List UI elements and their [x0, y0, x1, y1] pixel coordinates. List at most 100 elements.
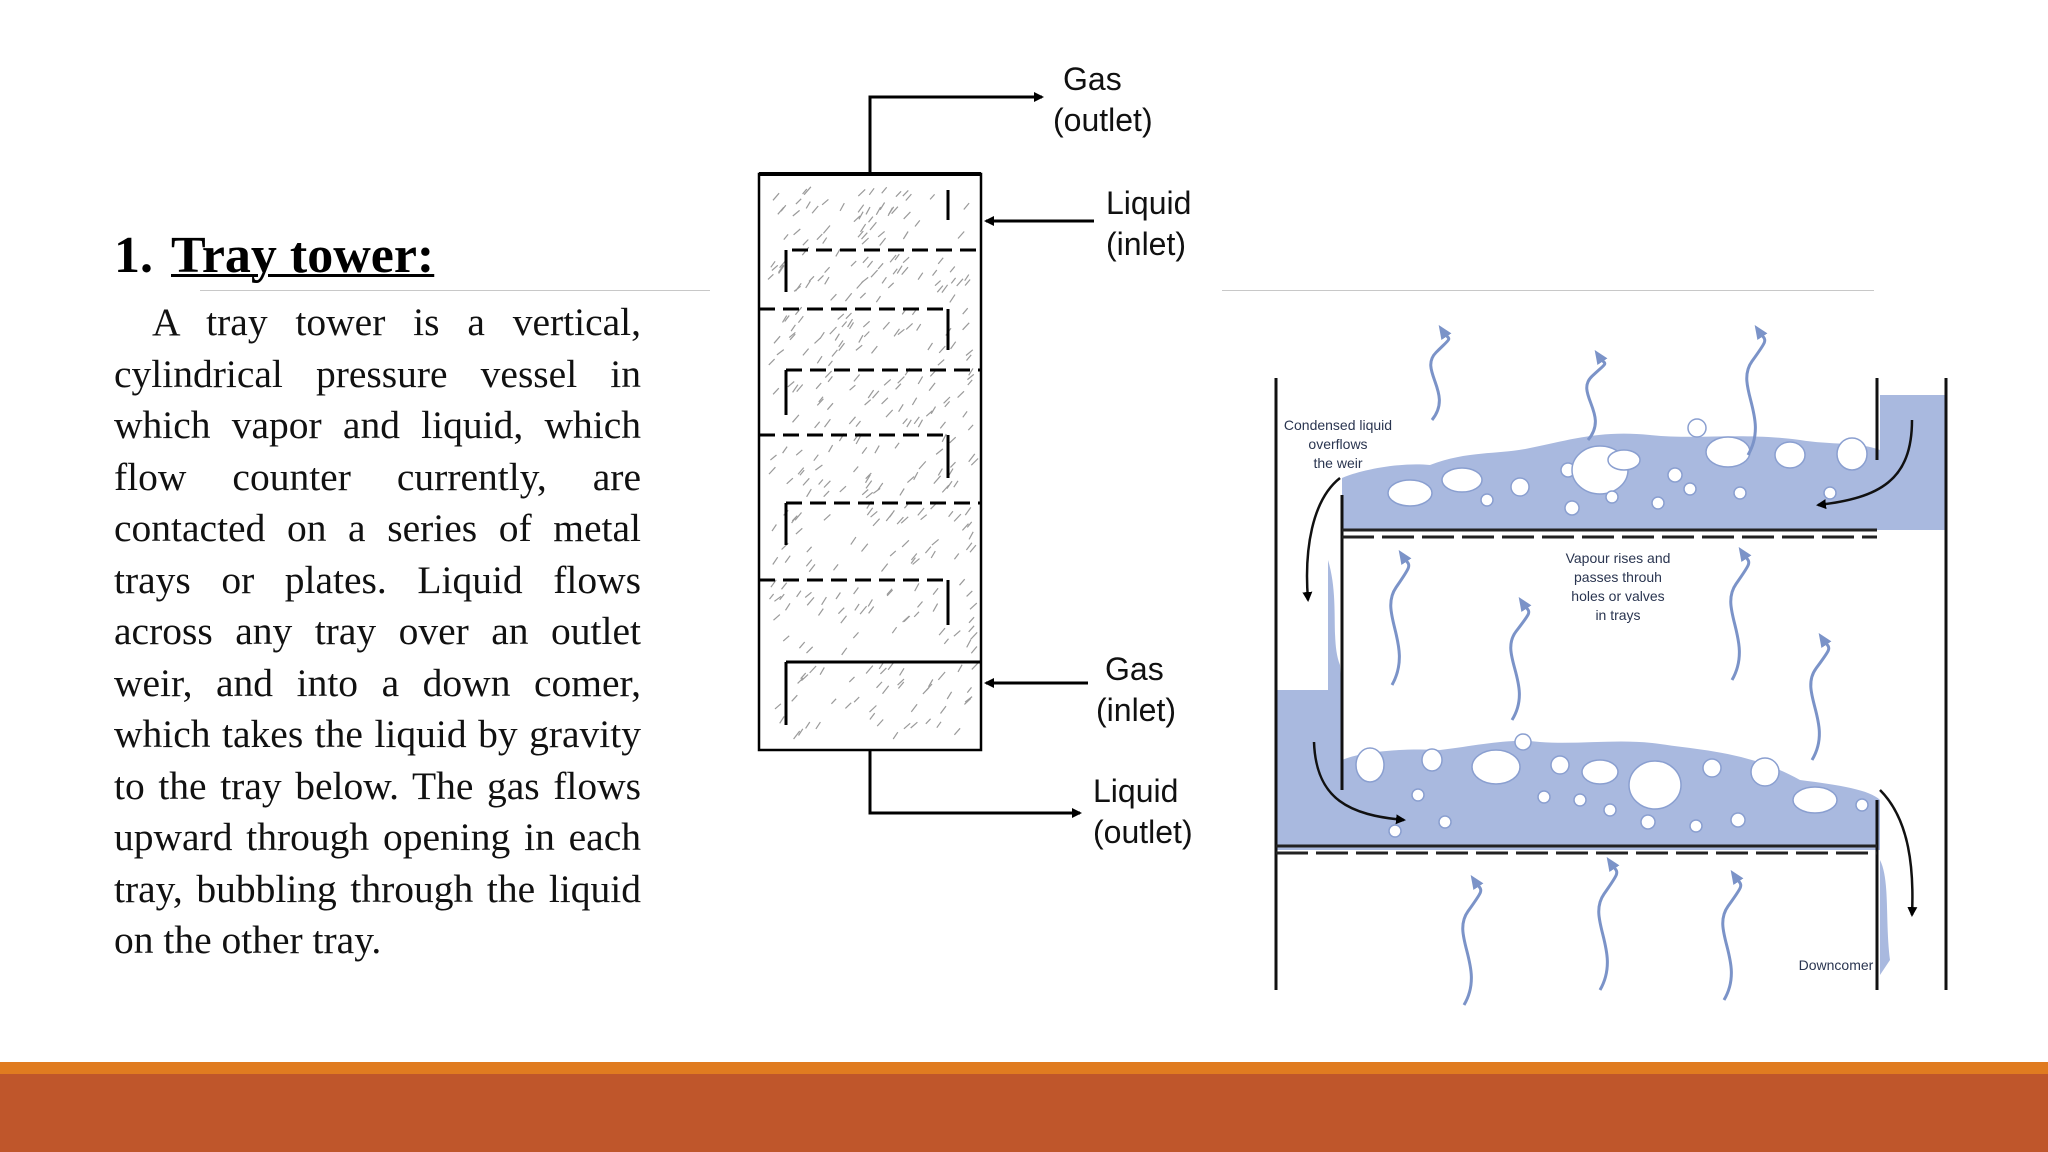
hatch-mark	[887, 282, 895, 289]
vapour-label-line1: Vapour rises and	[1566, 550, 1671, 566]
hatch-mark	[883, 378, 892, 386]
bubble	[1603, 803, 1617, 817]
hatch-mark	[845, 312, 852, 320]
hatch-mark	[857, 204, 865, 213]
hatch-mark	[877, 482, 884, 491]
hatch-mark	[795, 449, 803, 456]
hatch-mark	[823, 480, 831, 488]
hatch-mark	[816, 355, 823, 364]
hatch-mark	[941, 284, 949, 293]
hatch-mark	[943, 396, 951, 404]
hatch-mark	[853, 215, 861, 223]
hatch-mark	[797, 728, 804, 736]
hatch-mark	[965, 349, 974, 356]
hatch-mark	[938, 345, 946, 354]
hatch-mark	[910, 553, 918, 561]
vapour-arrow	[1509, 597, 1532, 721]
hatch-mark	[953, 513, 962, 522]
bubble	[1411, 788, 1425, 802]
hatch-mark	[788, 331, 796, 339]
hatch-mark	[806, 546, 813, 553]
hatch-mark	[799, 469, 805, 476]
hatch-mark	[967, 379, 973, 386]
condensed-label-line3: the weir	[1313, 455, 1362, 471]
hatch-mark	[857, 188, 866, 197]
hatch-mark	[818, 396, 824, 403]
hatch-mark	[957, 231, 965, 239]
vapour-arrow	[1429, 325, 1452, 421]
hatch-mark	[948, 510, 954, 518]
hatch-mark	[822, 237, 828, 244]
hatch-mark	[859, 292, 867, 299]
hatch-mark	[914, 220, 921, 227]
liquid-outlet-label-line2: (outlet)	[1093, 814, 1193, 850]
hatch-mark	[900, 516, 909, 524]
hatch-mark	[937, 468, 943, 476]
hatch-mark	[802, 239, 809, 246]
hatch-mark	[970, 458, 979, 466]
hatch-mark	[899, 488, 905, 496]
heading-number: 1.	[114, 227, 153, 284]
hatch-mark	[770, 454, 777, 461]
hatch-mark	[866, 260, 874, 268]
hatch-mark	[782, 446, 788, 454]
hatch-mark	[840, 615, 847, 624]
hatch-mark	[902, 231, 909, 240]
hatch-mark	[964, 274, 970, 282]
diagram-canvas: Gas (outlet) Liquid (inlet) Gas (inlet) …	[757, 61, 1948, 1006]
hatch-mark	[853, 696, 860, 703]
hatch-mark	[850, 536, 857, 545]
hatch-mark	[913, 611, 920, 618]
bubble	[1855, 798, 1869, 812]
hatch-mark	[957, 664, 963, 673]
hatch-mark	[940, 705, 947, 714]
hatch-mark	[815, 382, 822, 390]
hatch-mark	[778, 265, 785, 274]
hatch-mark	[829, 326, 837, 335]
hatch-mark	[906, 419, 912, 428]
footer-accent-bar	[0, 1062, 2048, 1074]
hatch-mark	[875, 295, 881, 303]
hatch-mark	[823, 513, 831, 521]
hatch-mark	[962, 307, 969, 315]
lower-tray	[1276, 844, 1877, 855]
hatch-mark	[872, 390, 880, 399]
hatch-mark	[944, 401, 951, 408]
hatch-mark	[932, 269, 938, 276]
hatch-mark	[862, 320, 871, 328]
hatch-mark	[773, 614, 781, 621]
hatch-mark	[868, 606, 875, 614]
bubble	[1564, 500, 1580, 516]
hatch-mark	[796, 384, 804, 392]
hatch-mark	[957, 390, 965, 399]
hatch-mark	[797, 677, 804, 684]
hatch-mark	[800, 674, 809, 682]
hatch-mark	[830, 293, 837, 301]
hatch-mark	[783, 234, 789, 240]
hatch-mark	[918, 460, 927, 470]
hatch-mark	[936, 285, 944, 293]
bubble	[1683, 482, 1697, 496]
hatch-mark	[782, 635, 790, 642]
vapour-label-line3: holes or valves	[1571, 588, 1664, 604]
hatch-mark	[914, 583, 920, 592]
column-walls	[1274, 378, 1948, 990]
bubble	[1388, 824, 1402, 838]
inflow-arrow-lower	[1312, 741, 1406, 825]
hatch-mark	[877, 230, 885, 238]
hatch-mark	[898, 403, 904, 413]
downcomer-arrow	[1879, 789, 1918, 917]
hatch-mark	[967, 373, 975, 381]
hatch-mark	[950, 277, 957, 284]
hatch-mark	[781, 582, 788, 590]
hatch-mark	[865, 491, 874, 499]
hatch-mark	[913, 471, 919, 481]
vapour-arrow	[1729, 547, 1752, 681]
hatch-mark	[930, 406, 937, 415]
hatch-mark	[784, 555, 791, 563]
hatch-mark	[872, 518, 881, 527]
hatch-mark	[916, 323, 922, 331]
hatch-mark	[827, 360, 833, 367]
hatch-mark	[790, 324, 796, 332]
hatch-mark	[968, 368, 974, 376]
